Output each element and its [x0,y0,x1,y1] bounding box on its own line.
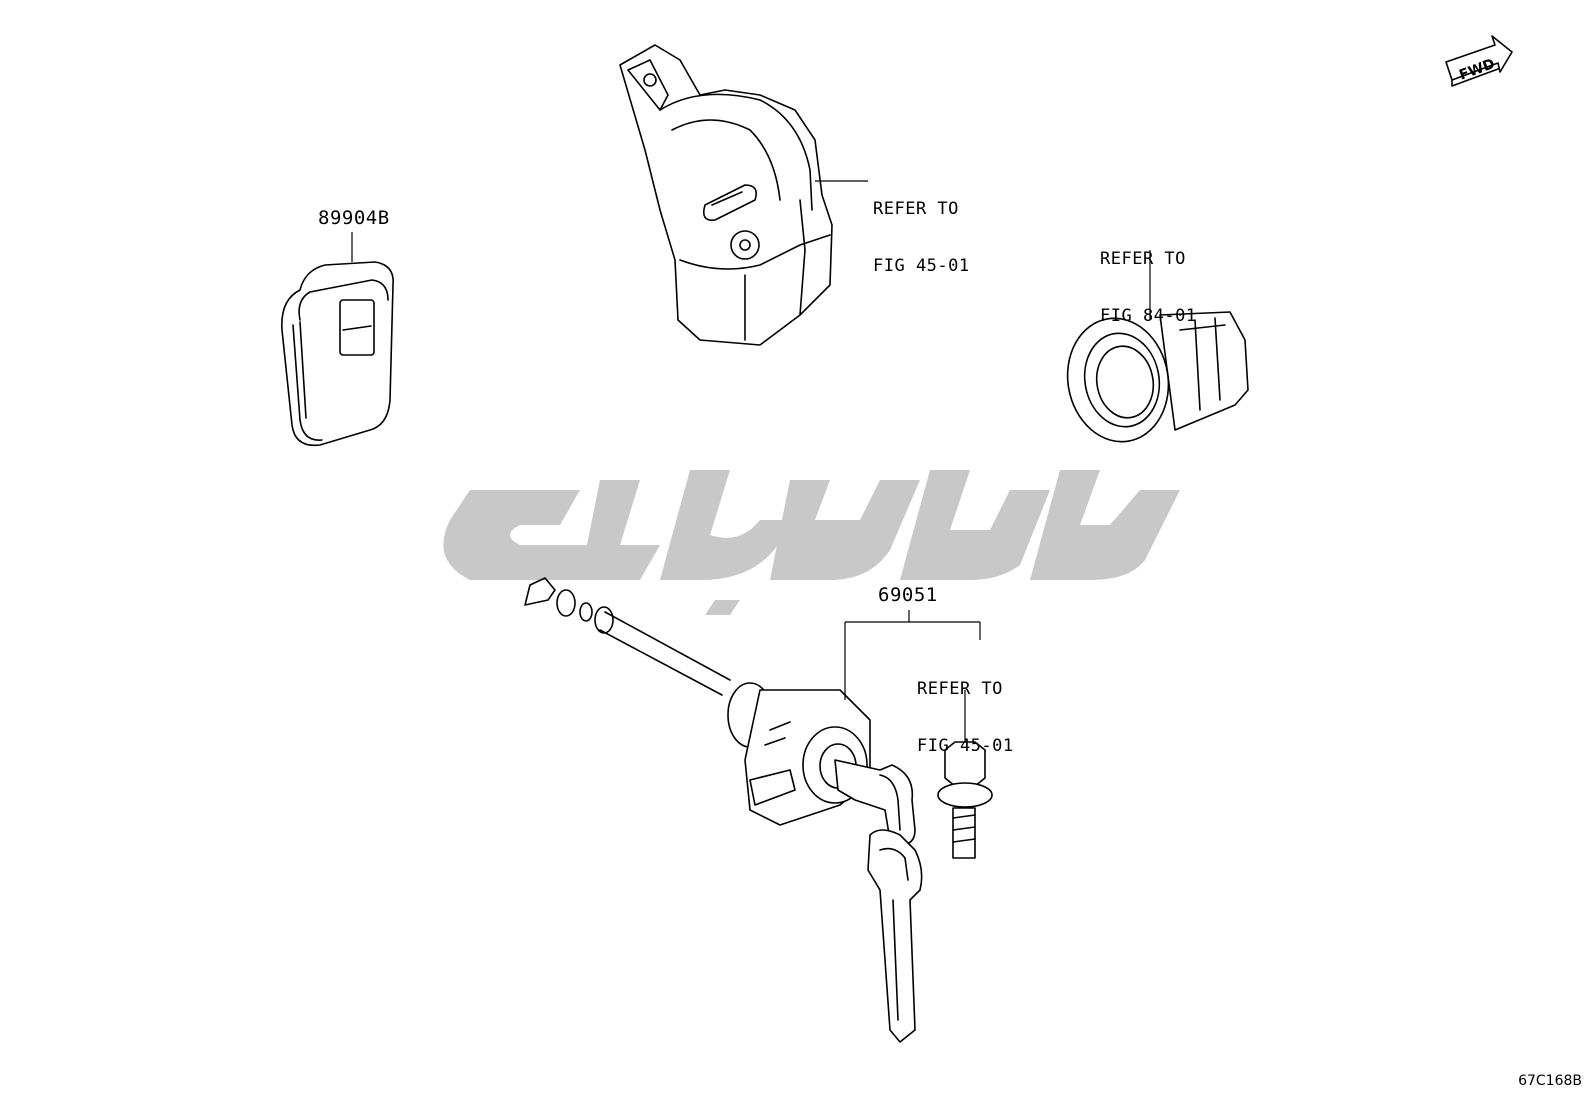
reference-line2: FIG 45-01 [873,256,970,276]
door-key-2 [867,829,923,1043]
bolt [937,741,993,859]
reference-label-right: REFER TO FIG 84-01 [1100,212,1197,345]
reference-label-bolt: REFER TO FIG 45-01 [917,642,1014,775]
figure-code: 67C168B [1518,1073,1582,1089]
watermark-logo [443,470,1180,615]
reference-line2: FIG 45-01 [917,736,1014,756]
reference-line1: REFER TO [917,679,1003,699]
leader-69051 [844,610,981,700]
reference-line1: REFER TO [1100,249,1186,269]
door-lock-cylinder [524,577,871,826]
reference-line1: REFER TO [873,199,959,219]
fwd-arrow-icon: FWD [1445,35,1513,87]
push-start-switch [1066,311,1249,443]
reference-label-top: REFER TO FIG 45-01 [873,162,970,295]
part-number-89904b: 89904B [318,207,390,229]
smart-key-fob [281,261,394,447]
part-number-69051: 69051 [878,584,938,606]
reference-line2: FIG 84-01 [1100,306,1197,326]
steering-lock-assembly [619,44,833,346]
